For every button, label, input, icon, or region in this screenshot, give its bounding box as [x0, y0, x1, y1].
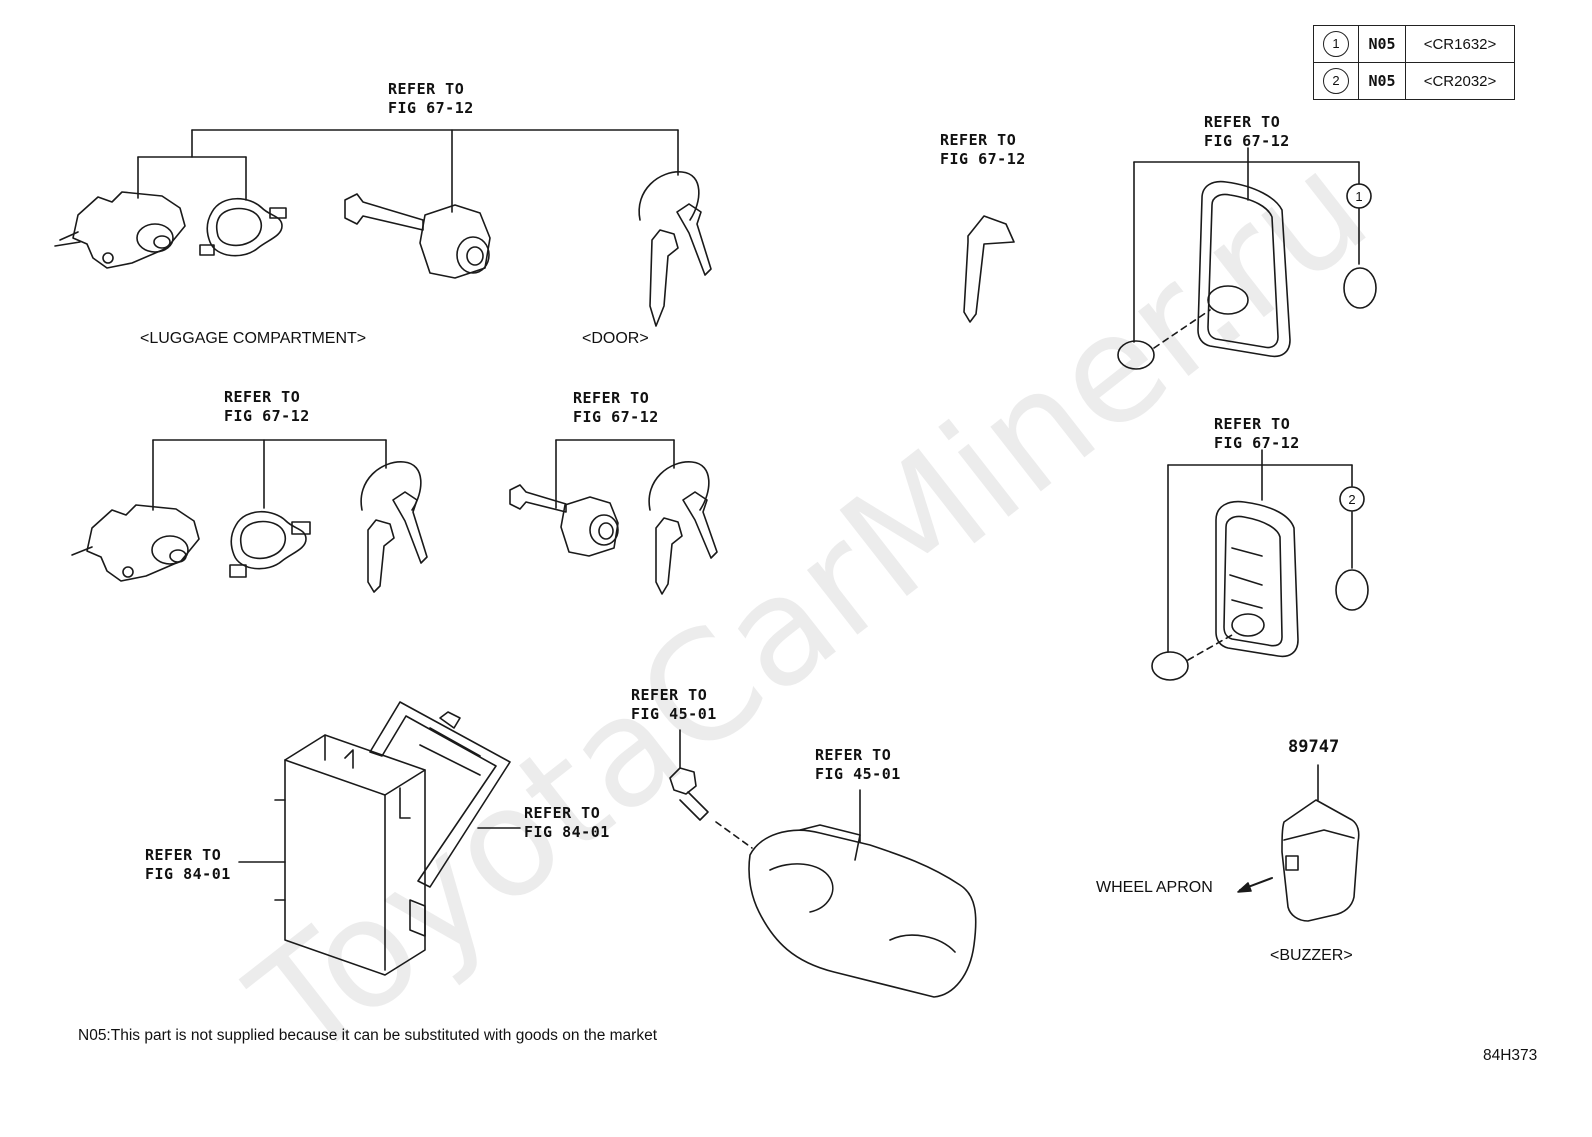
key-pair-2 [360, 461, 428, 593]
figure-id: 84H373 [1483, 1047, 1538, 1064]
leader-lines-group-2 [152, 439, 387, 511]
refer-label-door-2[interactable]: REFER TO FIG 67-12 [573, 389, 659, 426]
mounting-bolt [669, 729, 753, 849]
legend-battery-2: <CR2032> [1405, 62, 1515, 100]
door-lock-cylinder [344, 193, 491, 279]
ecu-bracket [369, 701, 511, 888]
legend-num-1: 1 [1323, 31, 1349, 57]
luggage-lock-cylinder-2 [71, 504, 200, 582]
door-lock-cylinder-2 [509, 484, 619, 557]
caption-door: <DOOR> [582, 330, 649, 347]
caption-luggage-compartment: <LUGGAGE COMPARTMENT> [140, 330, 367, 347]
part-number-buzzer[interactable]: 89747 [1288, 737, 1340, 757]
refer-label-luggage-2[interactable]: REFER TO FIG 67-12 [224, 388, 310, 425]
legend-code-2: N05 [1358, 62, 1406, 100]
refer-label-transponder[interactable]: REFER TO FIG 67-12 [940, 131, 1026, 168]
legend-num-2: 2 [1323, 68, 1349, 94]
refer-label-ecu[interactable]: REFER TO FIG 84-01 [145, 846, 231, 883]
leader-lines-group-1 [137, 129, 679, 213]
refer-label-bracket[interactable]: REFER TO FIG 84-01 [524, 804, 610, 841]
parts-diagram: 1 2 [54, 129, 1377, 998]
gasket-2 [229, 511, 311, 578]
smart-key-1 [1117, 147, 1377, 370]
legend-row-1: 1 N05 <CR1632> [1313, 25, 1515, 63]
ignition-switch-cover [748, 789, 977, 998]
key-pair-1 [638, 171, 712, 327]
caption-wheel-apron: WHEEL APRON [1096, 879, 1213, 896]
luggage-lock-cylinder-1 [54, 191, 186, 269]
refer-label-smart-key-2[interactable]: REFER TO FIG 67-12 [1214, 415, 1300, 452]
refer-label-bolt[interactable]: REFER TO FIG 45-01 [631, 686, 717, 723]
callout-circle-2 [1339, 486, 1365, 512]
legend-battery-1: <CR1632> [1405, 25, 1515, 63]
legend-code-1: N05 [1358, 25, 1406, 63]
buzzer [1237, 764, 1360, 922]
ecu-unit [274, 734, 426, 976]
refer-label-cover[interactable]: REFER TO FIG 45-01 [815, 746, 901, 783]
legend-row-2: 2 N05 <CR2032> [1313, 62, 1515, 100]
callout-circle-1 [1346, 183, 1372, 209]
leader-lines-group-3 [555, 439, 675, 509]
caption-buzzer: <BUZZER> [1270, 947, 1353, 964]
transponder-key [963, 215, 1015, 323]
gasket-1 [199, 198, 287, 257]
refer-label-luggage-door[interactable]: REFER TO FIG 67-12 [388, 80, 474, 117]
callout-2-label: 2 [1348, 492, 1355, 507]
callout-1-label: 1 [1355, 189, 1362, 204]
leader-lines-ecu [238, 827, 521, 863]
battery-legend-table: 1 N05 <CR1632> 2 N05 <CR2032> [1313, 25, 1515, 100]
footnote: N05:This part is not supplied because it… [78, 1027, 658, 1044]
key-pair-3 [648, 461, 718, 595]
refer-label-smart-key-1[interactable]: REFER TO FIG 67-12 [1204, 113, 1290, 150]
smart-key-2 [1151, 449, 1369, 681]
